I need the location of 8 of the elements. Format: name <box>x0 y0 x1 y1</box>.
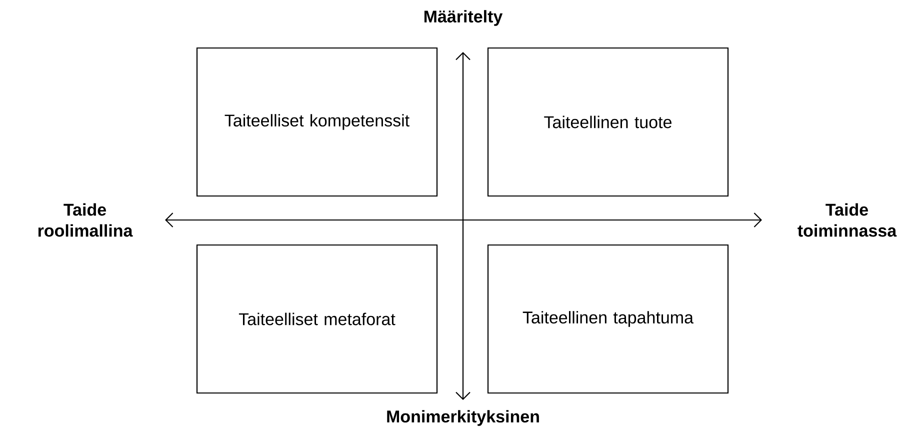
quadrant-box: Taiteelliset metaforat <box>196 244 438 394</box>
axis-label: Määritelty <box>424 10 503 26</box>
quadrant-box: Taiteellinen tuote <box>487 47 729 197</box>
quadrant-box: Taiteellinen tapahtuma <box>487 244 729 394</box>
axis-label: Taide roolimallina <box>38 203 133 237</box>
axis-label: Taide toiminnassa <box>798 203 897 237</box>
quadrant-box: Taiteelliset kompetenssit <box>196 47 438 197</box>
axis-label: Monimerkityksinen <box>387 410 539 426</box>
